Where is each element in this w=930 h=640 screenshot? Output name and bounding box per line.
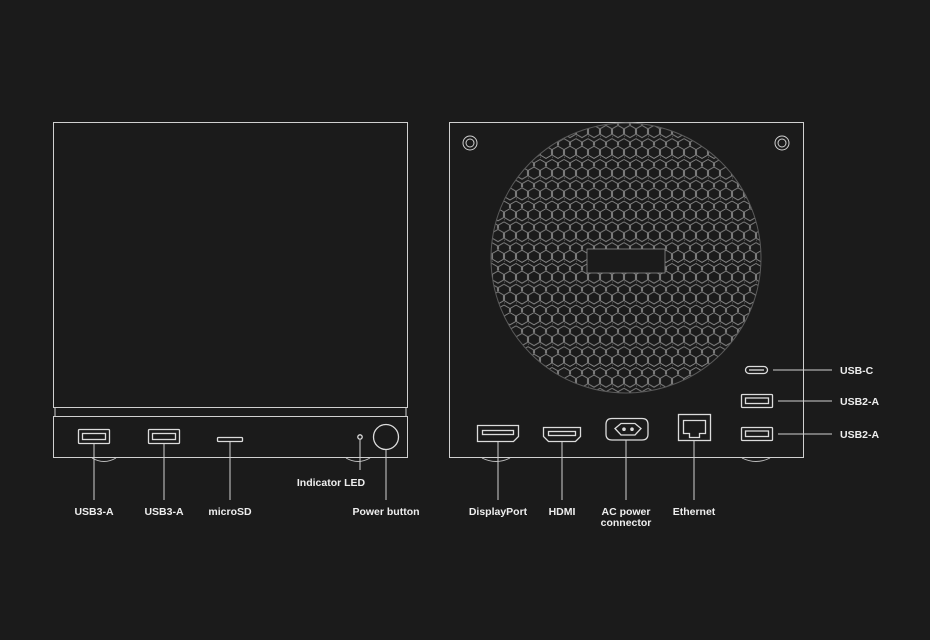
usb2a-port-2 bbox=[740, 426, 774, 442]
back-view: DisplayPort HDMI AC power connector Ethe… bbox=[449, 122, 880, 529]
label-power-button: Power button bbox=[352, 506, 419, 518]
label-ac-power-line1: AC power bbox=[601, 506, 650, 518]
screw-top-left bbox=[462, 135, 478, 151]
label-hdmi: HDMI bbox=[549, 506, 576, 518]
label-ethernet: Ethernet bbox=[673, 506, 716, 518]
hdmi-port bbox=[542, 426, 582, 443]
label-ac-power-line2: connector bbox=[601, 517, 652, 529]
screw-top-right bbox=[774, 135, 790, 151]
usb3a-port-1 bbox=[77, 428, 111, 445]
label-microsd: microSD bbox=[208, 506, 252, 518]
front-foot-right bbox=[345, 457, 371, 462]
power-button bbox=[372, 423, 400, 451]
fan-grille bbox=[490, 122, 762, 394]
fan-label-plate bbox=[586, 248, 666, 274]
back-foot-left bbox=[481, 457, 511, 462]
label-displayport: DisplayPort bbox=[469, 506, 528, 518]
label-usb2a-2: USB2-A bbox=[840, 429, 880, 441]
microsd-slot bbox=[216, 436, 244, 443]
label-usb-c: USB-C bbox=[840, 365, 874, 377]
back-foot-right bbox=[741, 457, 771, 462]
label-usb2a-1: USB2-A bbox=[840, 396, 880, 408]
usb-c-port bbox=[744, 365, 769, 375]
label-usb3a-2: USB3-A bbox=[144, 506, 184, 518]
front-body bbox=[53, 122, 408, 408]
displayport-port bbox=[476, 424, 520, 443]
indicator-led bbox=[357, 434, 363, 440]
usb2a-port-1 bbox=[740, 393, 774, 409]
usb3a-port-2 bbox=[147, 428, 181, 445]
front-view: USB3-A USB3-A microSD Indicator LED Powe… bbox=[53, 122, 420, 518]
label-indicator-led: Indicator LED bbox=[297, 477, 366, 489]
label-usb3a-1: USB3-A bbox=[74, 506, 114, 518]
ethernet-port bbox=[677, 413, 712, 442]
ac-power-connector bbox=[605, 417, 649, 441]
front-foot-left bbox=[91, 457, 117, 462]
